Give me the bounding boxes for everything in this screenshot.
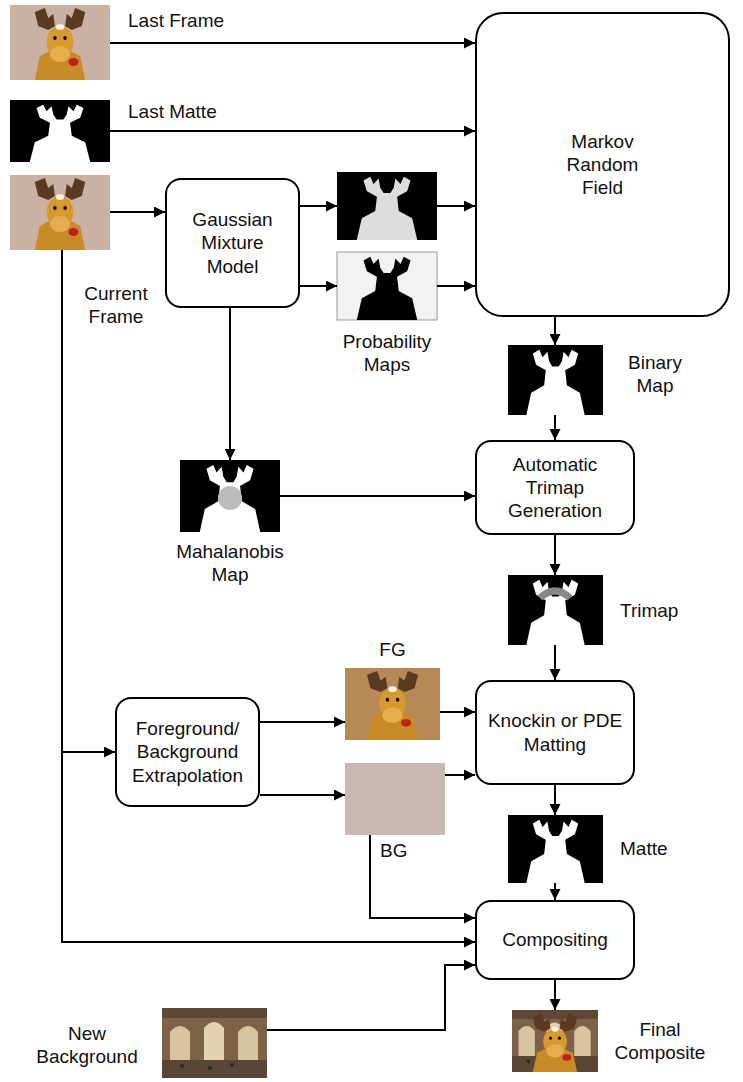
image-caption: Final Composite: [610, 1018, 710, 1064]
illustration-part: [337, 252, 437, 320]
process-box: Foreground/ Background Extrapolation: [115, 697, 260, 807]
illustration-part: [35, 8, 85, 80]
illustration-part: [10, 5, 110, 80]
arrow-connector: [554, 980, 556, 1010]
arrow-connector: [437, 205, 475, 207]
illustration-part: [30, 105, 90, 162]
illustration-part: [200, 465, 260, 532]
image-caption: Last Frame: [128, 9, 224, 32]
box-label: Foreground/ Background Extrapolation: [125, 717, 250, 787]
process-box: Automatic Trimap Generation: [475, 440, 635, 535]
illustration-part: [367, 671, 418, 740]
image-node: BG: [345, 763, 445, 835]
illustration-part: [526, 350, 584, 415]
last-frame-photo: [10, 5, 110, 80]
new-background-photo: [162, 1008, 267, 1078]
arrow-connector: [554, 317, 556, 345]
image-caption: Matte: [620, 837, 668, 860]
arrow-connector: [370, 835, 475, 918]
illustration-part: [162, 1008, 267, 1078]
image-node: Final Composite: [512, 1010, 598, 1072]
image-caption: Mahalanobis Map: [165, 540, 295, 586]
mahalanobis-map-image: [180, 460, 280, 532]
image-node: Trimap: [508, 575, 603, 645]
arrow-connector: [300, 285, 337, 287]
current-frame-photo: [10, 175, 110, 250]
arrow-connector: [554, 415, 556, 440]
image-caption: Trimap: [620, 599, 678, 622]
final-composite-photo: [512, 1010, 598, 1072]
image-caption: FG: [345, 638, 440, 661]
process-box: Knockin or PDE Matting: [475, 680, 635, 785]
arrow-connector: [554, 785, 556, 815]
image-node: Probability Maps: [337, 172, 437, 320]
illustration-part: [345, 668, 440, 740]
illustration-part: [508, 815, 603, 883]
image-caption: BG: [380, 839, 407, 862]
box-label: Gaussian Mixture Model: [175, 208, 290, 278]
image-node: Binary Map: [508, 345, 603, 415]
process-box: Compositing: [475, 900, 635, 980]
matte-image: [508, 815, 603, 883]
image-node: Last Frame: [10, 5, 110, 80]
box-label: Automatic Trimap Generation: [485, 453, 625, 523]
illustration-part: [345, 763, 445, 835]
arrow-connector: [110, 130, 475, 132]
image-node: Mahalanobis Map: [180, 460, 280, 532]
arrow-connector: [554, 883, 556, 900]
illustration-part: [10, 175, 110, 250]
arrow-connector: [62, 250, 475, 942]
box-label: Markov Random Field: [548, 130, 658, 200]
image-node: Current Frame: [10, 175, 110, 250]
arrow-connector: [445, 774, 475, 776]
illustration-part: [10, 100, 110, 162]
illustration-part: [357, 257, 417, 320]
arrow-connector: [110, 42, 475, 44]
illustration-part: [508, 575, 603, 645]
illustration-part: [218, 486, 242, 510]
box-label: Compositing: [502, 928, 608, 951]
illustration-part: [526, 820, 584, 883]
binary-map-image: [508, 345, 603, 415]
image-node: Matte: [508, 815, 603, 883]
image-caption: Binary Map: [620, 351, 690, 397]
process-box: Markov Random Field: [475, 12, 730, 317]
arrow-connector: [554, 535, 556, 575]
illustration-part: [512, 1010, 598, 1072]
background-image: [345, 763, 445, 835]
illustration-part: [180, 460, 280, 532]
probability-map-background: [337, 252, 437, 320]
arrow-connector: [267, 965, 475, 1030]
foreground-image: [345, 668, 440, 740]
image-caption: Probability Maps: [329, 330, 445, 376]
arrow-connector: [300, 205, 337, 207]
image-caption: New Background: [22, 1022, 152, 1068]
arrow-connector: [229, 308, 231, 460]
image-node: Last Matte: [10, 100, 110, 162]
trimap-image: [508, 575, 603, 645]
process-box: Gaussian Mixture Model: [165, 178, 300, 308]
box-label: Knockin or PDE Matting: [485, 709, 625, 755]
arrow-connector: [110, 211, 165, 213]
image-caption: Last Matte: [128, 100, 217, 123]
arrow-connector: [260, 794, 345, 796]
arrow-connector: [260, 721, 345, 723]
image-node: FG: [345, 668, 440, 740]
illustration-part: [533, 1014, 577, 1072]
arrow-connector: [280, 495, 475, 497]
image-caption: Current Frame: [78, 282, 154, 328]
illustration-part: [526, 580, 584, 645]
illustration-part: [35, 178, 85, 250]
illustration-part: [357, 177, 417, 240]
arrow-connector: [554, 645, 556, 680]
illustration-part: [540, 591, 570, 598]
illustration-part: [508, 345, 603, 415]
arrow-connector: [440, 711, 475, 713]
last-matte-image: [10, 100, 110, 162]
arrow-connector: [437, 285, 475, 287]
image-node: New Background: [162, 1008, 267, 1078]
illustration-part: [337, 172, 437, 240]
probability-map-foreground: [337, 172, 437, 240]
